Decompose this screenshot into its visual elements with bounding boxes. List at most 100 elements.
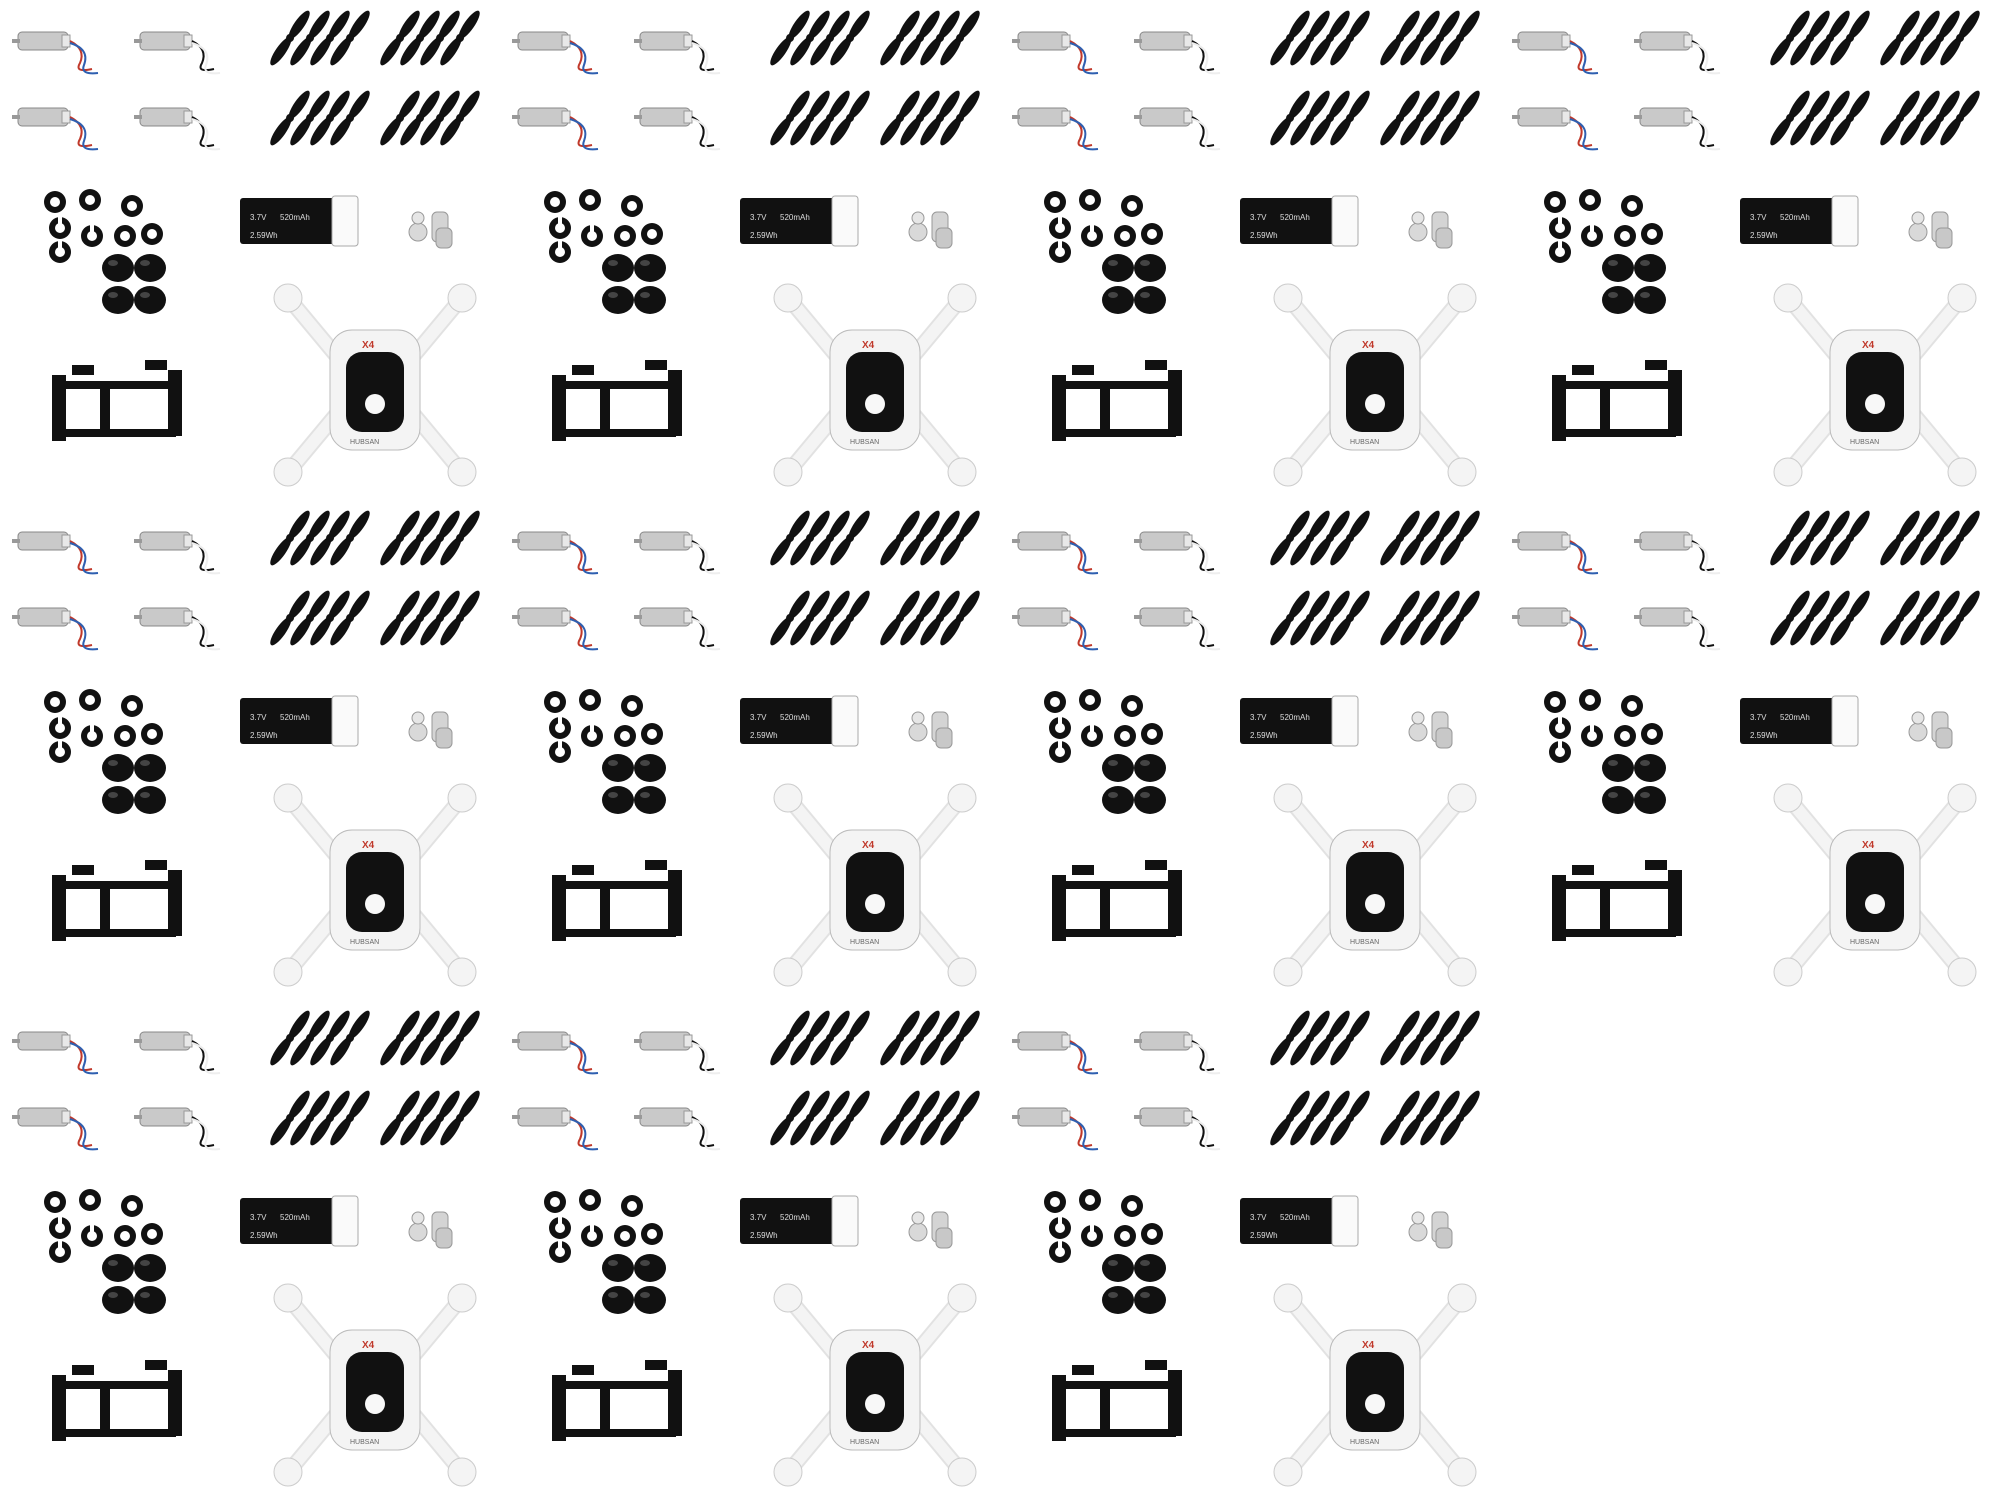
- rubber-ring: [621, 1195, 643, 1217]
- lower-frame-bracket: [552, 860, 682, 941]
- rubber-ring: [614, 1225, 636, 1247]
- motor: [634, 1031, 721, 1075]
- propeller: [1900, 10, 1940, 66]
- motor: [1134, 107, 1221, 151]
- propeller: [1440, 590, 1480, 646]
- propeller: [880, 1010, 920, 1066]
- landing-foot: [134, 1286, 166, 1314]
- propeller: [940, 10, 980, 66]
- battery: 3.7V 520mAh 2.59Wh: [740, 695, 859, 747]
- propeller: [1880, 510, 1920, 566]
- battery: 3.7V 520mAh 2.59Wh: [1240, 695, 1359, 747]
- battery: 3.7V 520mAh 2.59Wh: [740, 1195, 859, 1247]
- frame-brand-label: HUBSAN: [850, 1439, 879, 1446]
- motor-mount-clip: [1549, 716, 1571, 739]
- propeller: [1940, 590, 1980, 646]
- propeller: [1400, 90, 1440, 146]
- motor: [12, 31, 99, 75]
- frame-brand-label: HUBSAN: [1350, 939, 1379, 946]
- motor-mount-clip: [81, 724, 103, 747]
- propeller: [940, 1010, 980, 1066]
- lower-frame-bracket: [1052, 860, 1182, 941]
- parts-kit-panel: 3.7V 520mAh 2.59Wh X4 HUBSAN: [1500, 0, 2000, 500]
- propeller: [900, 590, 940, 646]
- battery-capacity-label: 520mAh: [1280, 213, 1310, 222]
- propeller: [1310, 1010, 1350, 1066]
- propeller: [880, 10, 920, 66]
- motor: [1134, 1107, 1221, 1151]
- motor-mount-clip: [81, 224, 103, 247]
- rubber-ring: [1121, 695, 1143, 717]
- rubber-ring: [141, 223, 163, 245]
- frame-model-label: X4: [362, 1340, 375, 1351]
- propeller: [920, 590, 960, 646]
- screws: [1408, 1211, 1453, 1249]
- propeller: [420, 10, 460, 66]
- landing-foot: [1102, 754, 1134, 782]
- propeller: [1310, 90, 1350, 146]
- motor: [1012, 1031, 1099, 1075]
- landing-foot: [102, 1286, 134, 1314]
- propeller: [1380, 590, 1420, 646]
- propeller: [380, 10, 420, 66]
- lower-frame-bracket: [1052, 1360, 1182, 1441]
- motor: [134, 31, 221, 75]
- propeller: [880, 510, 920, 566]
- frame-model-label: X4: [862, 1340, 875, 1351]
- frame-brand-label: HUBSAN: [1850, 939, 1879, 946]
- propeller: [1880, 90, 1920, 146]
- rubber-ring: [621, 695, 643, 717]
- frame-model-label: X4: [1362, 1340, 1375, 1351]
- propeller: [1420, 510, 1460, 566]
- propeller: [310, 90, 350, 146]
- battery-energy-label: 2.59Wh: [250, 231, 278, 240]
- motor-mount-clip: [581, 1224, 603, 1247]
- landing-foot: [1134, 786, 1166, 814]
- battery: 3.7V 520mAh 2.59Wh: [240, 695, 359, 747]
- propeller: [400, 90, 440, 146]
- motor: [1134, 607, 1221, 651]
- battery-capacity-label: 520mAh: [280, 713, 310, 722]
- propeller: [380, 590, 420, 646]
- battery-capacity-label: 520mAh: [1780, 713, 1810, 722]
- motor-mount-clip: [49, 716, 71, 739]
- propeller: [1290, 1090, 1330, 1146]
- motor: [634, 1107, 721, 1151]
- motor-mount-clip: [1081, 1224, 1103, 1247]
- propeller: [880, 1090, 920, 1146]
- rubber-ring: [1141, 223, 1163, 245]
- motor: [12, 107, 99, 151]
- rubber-ring: [1044, 691, 1066, 713]
- propeller: [920, 1010, 960, 1066]
- parts-kit-panel: 3.7V 520mAh 2.59Wh X4 HUBSAN: [1000, 500, 1500, 1000]
- battery-voltage-label: 3.7V: [250, 1213, 267, 1222]
- propeller: [790, 590, 830, 646]
- motor-mount-clip: [49, 216, 71, 239]
- battery-capacity-label: 520mAh: [780, 713, 810, 722]
- propeller: [1920, 90, 1960, 146]
- battery-energy-label: 2.59Wh: [1250, 731, 1278, 740]
- battery-energy-label: 2.59Wh: [250, 1231, 278, 1240]
- propeller: [1330, 10, 1370, 66]
- screws: [408, 211, 453, 249]
- propeller: [940, 590, 980, 646]
- rubber-ring: [114, 725, 136, 747]
- rubber-ring: [1044, 191, 1066, 213]
- landing-foot: [1634, 254, 1666, 282]
- battery: 3.7V 520mAh 2.59Wh: [1240, 1195, 1359, 1247]
- propeller: [440, 90, 480, 146]
- landing-foot: [634, 1286, 666, 1314]
- battery-capacity-label: 520mAh: [1780, 213, 1810, 222]
- propeller: [1400, 510, 1440, 566]
- propeller: [270, 10, 310, 66]
- rubber-ring: [79, 189, 101, 211]
- battery: 3.7V 520mAh 2.59Wh: [240, 195, 359, 247]
- propeller: [380, 90, 420, 146]
- propeller: [770, 1010, 810, 1066]
- propeller: [420, 90, 460, 146]
- propeller: [900, 1090, 940, 1146]
- lower-frame-bracket: [1552, 860, 1682, 941]
- propeller: [310, 590, 350, 646]
- propeller: [1310, 1090, 1350, 1146]
- motor-mount-clip: [1081, 724, 1103, 747]
